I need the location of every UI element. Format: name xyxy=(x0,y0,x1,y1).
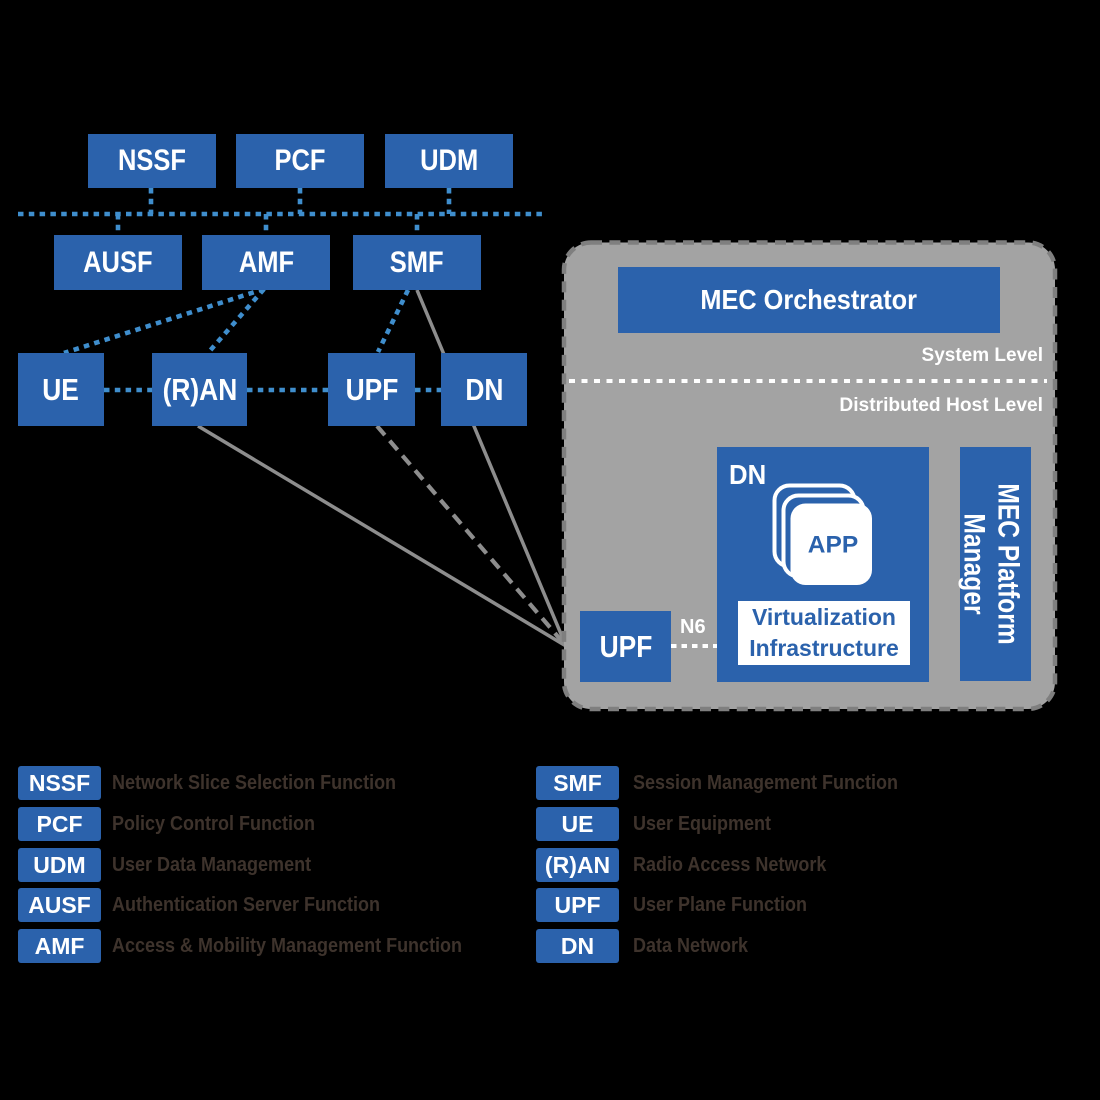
svg-text:APP: APP xyxy=(808,532,858,559)
